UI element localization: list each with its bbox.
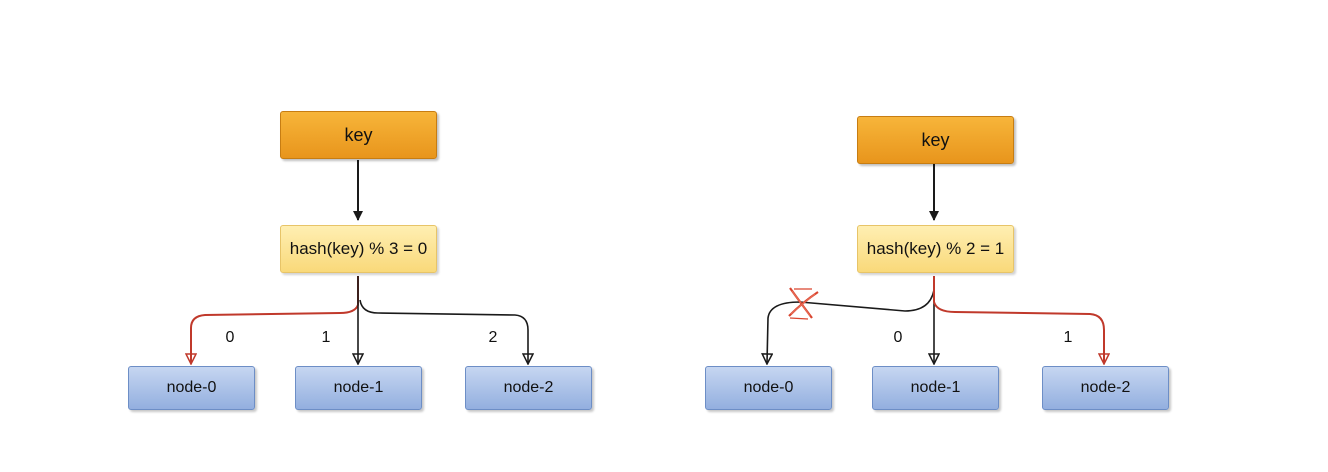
right-node-0[interactable]: node-0 <box>705 366 832 410</box>
left-key-box[interactable]: key <box>280 111 437 159</box>
right-hash-box[interactable]: hash(key) % 2 = 1 <box>857 225 1014 273</box>
left-edge-to-node-0 <box>191 276 359 363</box>
left-node-0[interactable]: node-0 <box>128 366 255 410</box>
right-node-2[interactable]: node-2 <box>1042 366 1169 410</box>
right-key-box[interactable]: key <box>857 116 1014 164</box>
right-edge-label-1: 1 <box>1063 329 1073 346</box>
left-edge-label-2: 2 <box>488 329 498 346</box>
right-edge-label-0: 0 <box>893 329 903 346</box>
left-node-2[interactable]: node-2 <box>465 366 592 410</box>
right-edge-to-node-2 <box>933 276 1104 363</box>
left-edge-to-node-2 <box>359 299 528 363</box>
right-edge-to-node-0-removed <box>767 289 935 363</box>
left-edge-label-0: 0 <box>225 329 235 346</box>
left-node-1[interactable]: node-1 <box>295 366 422 410</box>
removed-x-mark <box>788 287 819 320</box>
right-node-1[interactable]: node-1 <box>872 366 999 410</box>
left-edge-label-1: 1 <box>321 329 331 346</box>
left-hash-box[interactable]: hash(key) % 3 = 0 <box>280 225 437 273</box>
